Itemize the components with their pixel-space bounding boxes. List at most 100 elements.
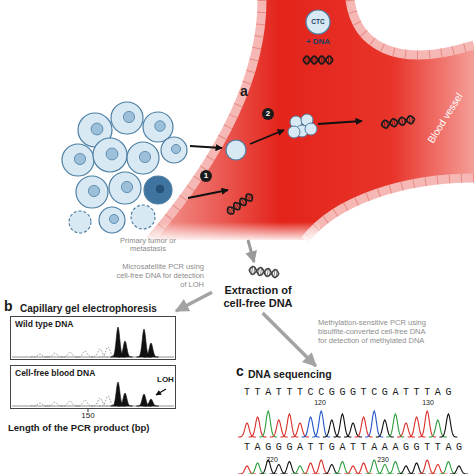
tumor-cell <box>111 102 143 134</box>
tumor-cell <box>144 176 172 204</box>
lysed-cell-fragment <box>305 123 317 135</box>
ctc-cell <box>306 10 330 34</box>
panel-letter: a <box>240 84 248 99</box>
vessel-wall <box>305 178 474 240</box>
cell-nucleus <box>121 181 132 192</box>
chromatogram-peak <box>280 414 298 437</box>
chromatogram-peak <box>312 411 330 437</box>
callout-number: 2 <box>262 108 274 120</box>
position-number: 230 <box>377 456 389 464</box>
node-text: Cell-free blood DNA <box>15 368 171 378</box>
axis-tick-label: 150 <box>81 412 94 421</box>
chromatogram-peak <box>259 411 277 437</box>
stutter-peak <box>46 353 64 357</box>
region-label: Primary tumor or metastasis <box>117 237 179 254</box>
dna-helix <box>249 266 280 278</box>
tumor-cell <box>161 137 187 163</box>
tumor-cell <box>93 138 127 172</box>
allele-peak <box>144 399 159 406</box>
panel-letter: c <box>236 364 244 379</box>
node-text: Extraction of cell-free DNA <box>212 284 304 310</box>
cell-nucleus <box>88 185 99 196</box>
process-label: Extraction of cell-free DNA <box>212 281 304 313</box>
cell-nucleus <box>106 148 118 160</box>
node-text: Capillary gel electrophoresis <box>20 303 176 315</box>
allele-peak <box>144 343 159 357</box>
base-sequence: TAGGGATTGATTAAAGGTTAG <box>244 442 467 453</box>
dna-helix <box>303 56 333 64</box>
release-arrow <box>318 121 362 124</box>
cell-label: + DNA <box>306 38 330 47</box>
loh-arrow <box>156 389 166 395</box>
chromatogram-peak <box>365 411 383 437</box>
position-number: 130 <box>422 399 434 407</box>
chromatogram-peak <box>386 414 404 437</box>
node-text: Wild type DNA <box>15 319 171 329</box>
vessel-wall-cells <box>305 178 474 240</box>
tumor-cell <box>99 207 125 233</box>
base-sequence: TTATTTCCGGGTCGATTTAG <box>244 387 456 398</box>
tumor-cell <box>69 211 91 233</box>
tumor-cell <box>76 176 108 208</box>
cell-nucleus <box>91 123 103 135</box>
chromatogram-peak <box>439 414 457 437</box>
circulating-cell <box>226 140 246 160</box>
position-number: 120 <box>314 399 326 407</box>
panel-group: Capillary gel electrophoresisWild type D… <box>6 302 176 414</box>
dna-helix <box>225 192 254 216</box>
panel-letter: b <box>4 299 13 314</box>
dna-helix <box>381 115 416 129</box>
callout-number: 1 <box>200 170 212 182</box>
stutter-peak <box>91 398 109 406</box>
stutter-peak <box>61 352 79 357</box>
gel-trace-box: Wild type DNA <box>10 316 176 360</box>
stutter-peak <box>76 400 94 406</box>
allele-peak <box>118 393 133 406</box>
position-number: 220 <box>266 456 278 464</box>
axis-title: Length of the PCR product (bp) <box>8 423 149 433</box>
node-text: DNA sequencing <box>248 368 474 380</box>
cell-label: CTC <box>311 18 324 25</box>
extraction-arrow <box>248 240 254 262</box>
edge-label: Microsatellite PCR using cell-free DNA f… <box>110 262 204 289</box>
tumor-cell <box>109 172 141 204</box>
stutter-peak <box>46 402 64 406</box>
sequencing-panel: DNA sequencing <box>248 366 474 474</box>
blood-vessel <box>150 0 474 240</box>
stutter-peak <box>61 401 79 406</box>
cell-nucleus <box>109 214 118 223</box>
tumor-cell <box>143 112 173 142</box>
tumor-cell <box>127 142 159 174</box>
tumor-cell <box>131 205 155 229</box>
edge-label: Methylation-sensitive PCR using bisulfit… <box>318 318 430 345</box>
flow-arrow <box>263 313 316 366</box>
allele-peak <box>118 341 133 357</box>
cell-nucleus <box>155 121 166 132</box>
tumor-cell <box>62 144 94 176</box>
cell-nucleus <box>123 111 134 122</box>
vessel-label: Blood vessel <box>425 91 464 145</box>
vessel-wall <box>350 0 474 55</box>
migration-arrow <box>190 146 222 148</box>
chromatogram-peak <box>333 414 351 437</box>
vessel-wall-cells <box>350 0 474 55</box>
stutter-peak <box>91 349 109 357</box>
chromatogram-peak <box>450 466 468 474</box>
stutter-peak <box>76 351 94 357</box>
gel-trace-box: Cell-free blood DNA <box>10 365 176 409</box>
flow-arrow <box>176 292 212 311</box>
migration-arrow <box>250 130 284 144</box>
cell-nucleus <box>155 184 165 194</box>
cell-nucleus <box>171 144 180 153</box>
cell-nucleus <box>139 151 150 162</box>
chromatogram-peak <box>418 411 436 437</box>
annotation-label: LOH <box>157 376 174 385</box>
cell-nucleus <box>74 153 85 164</box>
lysed-cell-fragment <box>288 126 300 138</box>
release-arrow <box>188 190 228 198</box>
